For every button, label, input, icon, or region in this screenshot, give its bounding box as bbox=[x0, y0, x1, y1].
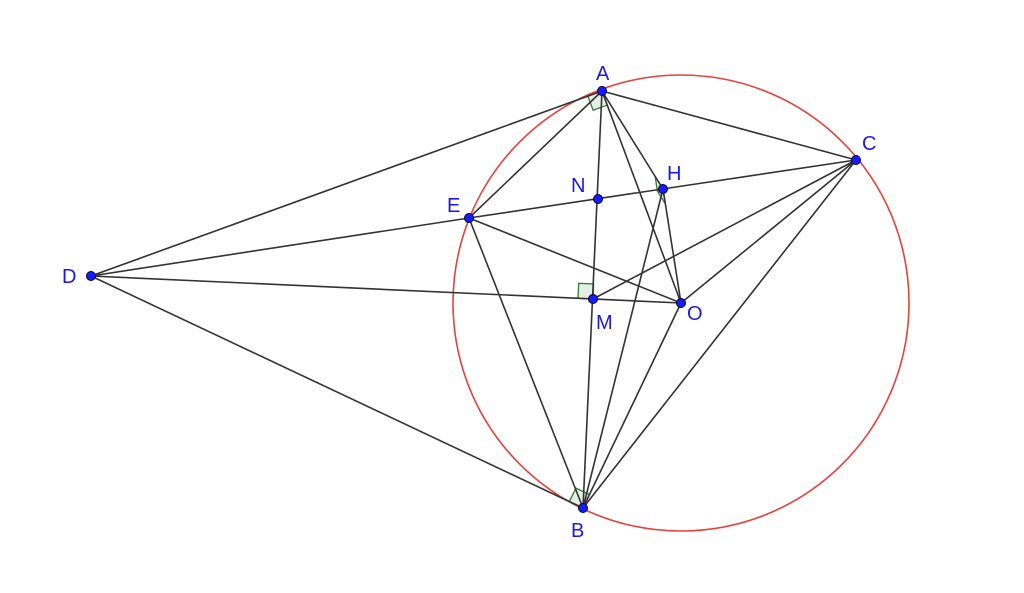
segment-eb bbox=[468, 217, 584, 509]
label-b: B bbox=[571, 520, 584, 542]
segment-bo bbox=[582, 302, 682, 509]
segments bbox=[90, 90, 857, 509]
label-h: H bbox=[667, 163, 681, 185]
label-d: D bbox=[62, 266, 76, 288]
label-c: C bbox=[862, 133, 876, 155]
label-n: N bbox=[571, 175, 585, 197]
segment-cm bbox=[592, 159, 857, 300]
label-a: A bbox=[596, 63, 610, 85]
segment-ac bbox=[601, 90, 857, 161]
point-a bbox=[597, 86, 607, 96]
segment-db bbox=[90, 275, 584, 509]
point-e bbox=[464, 213, 474, 223]
label-o: O bbox=[687, 303, 703, 325]
circumcircle bbox=[452, 74, 910, 532]
label-m: M bbox=[596, 312, 613, 334]
point-c bbox=[851, 155, 861, 165]
segment-co bbox=[680, 159, 857, 304]
point-d bbox=[86, 271, 96, 281]
segment-ae bbox=[468, 90, 603, 219]
segment-do bbox=[90, 275, 682, 304]
point-h bbox=[658, 184, 668, 194]
point-labels: A B C D E H M N O bbox=[62, 63, 876, 542]
segment-cb bbox=[582, 159, 857, 509]
point-n bbox=[593, 194, 603, 204]
segment-ho bbox=[662, 188, 682, 304]
segment-ah bbox=[601, 90, 664, 190]
segment-eo bbox=[468, 217, 682, 304]
segment-hb bbox=[582, 188, 664, 509]
point-m bbox=[588, 294, 598, 304]
segment-ao bbox=[601, 90, 682, 304]
segment-de bbox=[90, 217, 470, 277]
points bbox=[86, 86, 861, 513]
point-o bbox=[676, 298, 686, 308]
point-b bbox=[578, 503, 588, 513]
label-e: E bbox=[447, 195, 460, 217]
segment-da bbox=[90, 90, 603, 277]
